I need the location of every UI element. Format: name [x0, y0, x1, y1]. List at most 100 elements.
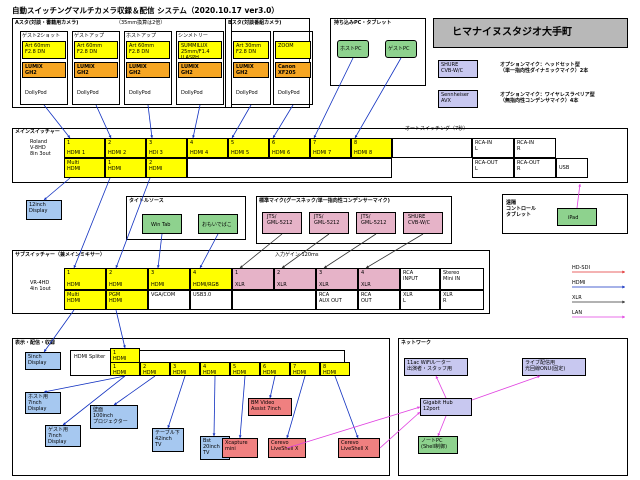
cam-to-main	[147, 104, 153, 139]
option-mic-desc: オプションマイク：ワイヤレスラペリア型 （無指向性コンデンサマイク）4本	[500, 92, 595, 104]
legend-label: HDMI	[572, 280, 586, 286]
rca-input: RCA INPUT	[400, 268, 440, 290]
legend-line-arrow	[622, 285, 625, 289]
main-switcher-device: Roland V-8HD 8in 3out	[30, 139, 51, 157]
main-empty-row	[187, 158, 392, 178]
usb-port: USB	[556, 158, 588, 178]
cerevo-2: Cerevo LiveShell X	[338, 438, 380, 458]
main-input-label: HDMI 2	[108, 150, 127, 156]
sub-xlr-input: 1	[232, 268, 274, 290]
main-out1-to-sub	[73, 177, 111, 269]
camera-role: シンメトリー	[178, 33, 208, 39]
main-switcher-title: メインスイッチャー	[15, 129, 60, 135]
lens-box: ZOOM	[275, 41, 311, 59]
sub-input-hdmi: 1	[64, 268, 106, 290]
port-to-guest7	[62, 375, 126, 426]
port1-to-host7	[43, 375, 126, 393]
main-input-hdmi: 4	[187, 138, 228, 158]
splitter-port: 5 HDMI	[230, 362, 260, 376]
splitter-port: 4 HDMI	[200, 362, 230, 376]
main-input-hdmi: 2	[105, 138, 146, 158]
port5-to-xcapture	[239, 375, 246, 439]
omoidebako: おもいでばこ	[198, 214, 238, 234]
std-mic: JTS/ GML-5212	[309, 212, 349, 234]
mic-to-xlr	[323, 233, 377, 269]
rca-out-r: RCA-OUT R	[514, 158, 556, 178]
auto-switching-label: オートスイッチング（7秒）	[405, 126, 469, 132]
sub-input-label: HDMI/RGB	[193, 282, 219, 288]
input-gain-label: 入力ゲイン 120ms	[275, 252, 319, 258]
main-input-hdmi: 7	[310, 138, 351, 158]
main-input-hdmi: 6	[269, 138, 310, 158]
sub-switcher-section	[12, 250, 490, 314]
port2-to-wall-arrow	[114, 402, 117, 405]
host-pc: ホストPC	[337, 40, 369, 58]
title-source-title: タイトルソース	[129, 198, 164, 204]
ipad-to-usb-arrow	[578, 184, 582, 187]
std-mic-title: 標準マイク(グースネック/単一指向性コンデンサーマイク)	[259, 198, 390, 204]
camera-b-group	[231, 31, 271, 105]
legend-line-arrow	[622, 300, 625, 304]
cerevo2-to-hub	[379, 411, 421, 449]
main-output: Multi HDMI	[64, 158, 105, 178]
main-input-label: HDMI 5	[231, 150, 250, 156]
port4-to-bst-arrow	[212, 433, 216, 436]
camera-role: ゲストアップ	[74, 33, 105, 39]
mic-to-xlr-arrow	[366, 265, 369, 268]
port3-to-table-arrow	[167, 425, 171, 428]
remote-title: 遠隔 コントロール タブレット	[506, 200, 537, 218]
stereo-mini: Stereo Mini IN	[440, 268, 484, 290]
main-output: 2 HDMI	[146, 158, 187, 178]
camera-a-group	[72, 31, 120, 105]
pc-section	[330, 18, 426, 86]
sub-pgm-to-splitter-arrow	[122, 345, 126, 348]
dolly-pod: DollyPod	[278, 90, 300, 96]
mic-to-xlr	[365, 233, 424, 269]
network-section	[398, 338, 628, 476]
camera-b-title: Bスタ(対談番組カメラ)	[228, 20, 282, 26]
sub-xlr-input: 4	[358, 268, 400, 290]
dolly-pod: DollyPod	[77, 90, 99, 96]
dolly-pod: DollyPod	[129, 90, 151, 96]
port8-to-cerevo2	[334, 375, 359, 439]
mic-to-xlr-arrow	[240, 265, 243, 268]
hub-to-router	[435, 375, 447, 399]
network-title: ネットワーク	[401, 340, 432, 346]
xlr-out-r: XLR R	[440, 290, 484, 310]
sub-xlr-label: XLR	[235, 282, 245, 288]
main-empty	[392, 138, 472, 158]
pc-title: 持ち込みPC・タブレット	[334, 20, 392, 26]
rca-in-l: RCA-IN L	[472, 138, 514, 158]
rca-aux-out: RCA AUX OUT	[316, 290, 358, 310]
sub-multi-to-5inch-arrow	[44, 349, 47, 352]
cam-b-to-main	[231, 104, 252, 139]
sub-input-label: HDMI	[151, 282, 165, 288]
main-input-hdmi: 5	[228, 138, 269, 158]
xcapture: Xcapture mini	[222, 438, 258, 458]
port2-to-wall	[113, 375, 156, 406]
main-input-label: HDI 3	[149, 150, 163, 156]
camera-body: Canon XF205	[275, 62, 311, 78]
sub-output: Multi HDMI	[64, 290, 106, 310]
port3-to-table	[167, 375, 186, 429]
remote-section	[502, 194, 628, 234]
legend-label: HD-SDI	[572, 265, 590, 271]
camera-b-group	[273, 31, 313, 105]
main-input-label: HDMI 6	[272, 150, 291, 156]
sub-xlr-label: XLR	[361, 282, 371, 288]
mic-to-xlr-arrow	[282, 265, 285, 268]
sub-output: VGA/COM	[148, 290, 190, 310]
sub-input-hdmi: 3	[148, 268, 190, 290]
main-input-label: HDMI 7	[313, 150, 332, 156]
legend-label: LAN	[572, 310, 583, 316]
omoide-to-sub	[199, 233, 219, 269]
dolly-pod: DollyPod	[236, 90, 258, 96]
port7-to-cerevo1-arrow	[286, 435, 290, 438]
mic-to-xlr	[239, 233, 283, 269]
sub-empty	[232, 290, 316, 310]
sub-pgm-to-splitter	[115, 309, 126, 349]
host-pc-to-main-arrow	[313, 135, 317, 138]
port-to-guest7-arrow	[63, 422, 66, 425]
lens-box: Art 60mm F2.8 DN	[74, 41, 118, 59]
